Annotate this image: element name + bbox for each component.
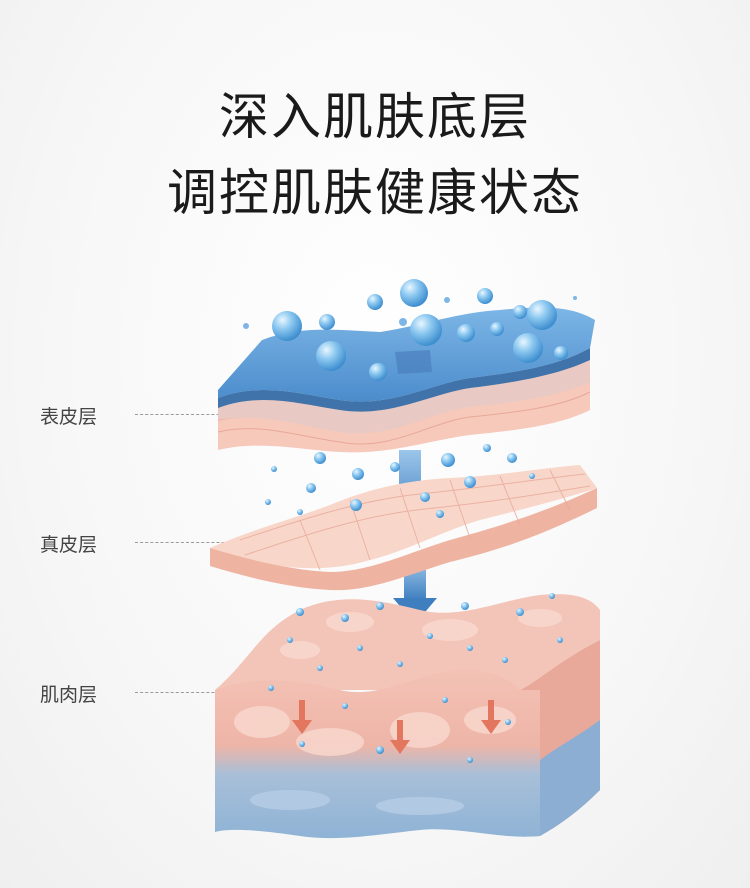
muscle-layer — [215, 594, 600, 838]
dermis-layer — [210, 465, 597, 590]
